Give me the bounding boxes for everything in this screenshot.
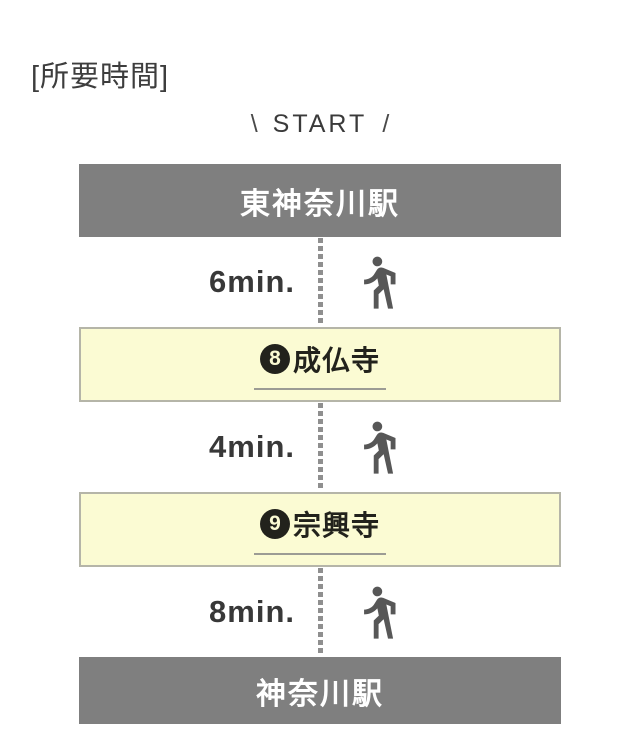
number-badge: 9 [259, 509, 290, 539]
start-left-slash: \ [250, 110, 258, 138]
walk-segment-3: 8min. [79, 567, 561, 657]
station-label: 東神奈川駅 [240, 187, 400, 221]
walk-segment-1: 6min. [79, 237, 561, 327]
station-label: 神奈川駅 [256, 677, 384, 711]
walk-segment-2: 4min. [79, 402, 561, 492]
start-text: START [272, 110, 368, 138]
start-label: \ START / [0, 110, 640, 139]
temple-name: 成仏寺 [292, 345, 380, 376]
station-box-kanagawa: 神奈川駅 [79, 657, 561, 724]
station-box-higashikanagawa: 東神奈川駅 [79, 164, 561, 237]
walking-person-icon [364, 421, 396, 474]
walking-person-icon [364, 256, 396, 309]
dotted-route-line [318, 238, 323, 326]
number-badge: 8 [259, 344, 290, 374]
start-right-slash: / [382, 110, 390, 138]
temple-name: 宗興寺 [292, 510, 380, 541]
walking-person-icon [364, 586, 396, 639]
page-title: [所要時間] [31, 61, 170, 93]
dotted-route-line [318, 568, 323, 656]
walk-duration: 4min. [209, 429, 295, 464]
dotted-route-line [318, 403, 323, 491]
walk-duration: 6min. [209, 264, 295, 299]
walk-duration: 8min. [209, 594, 295, 629]
